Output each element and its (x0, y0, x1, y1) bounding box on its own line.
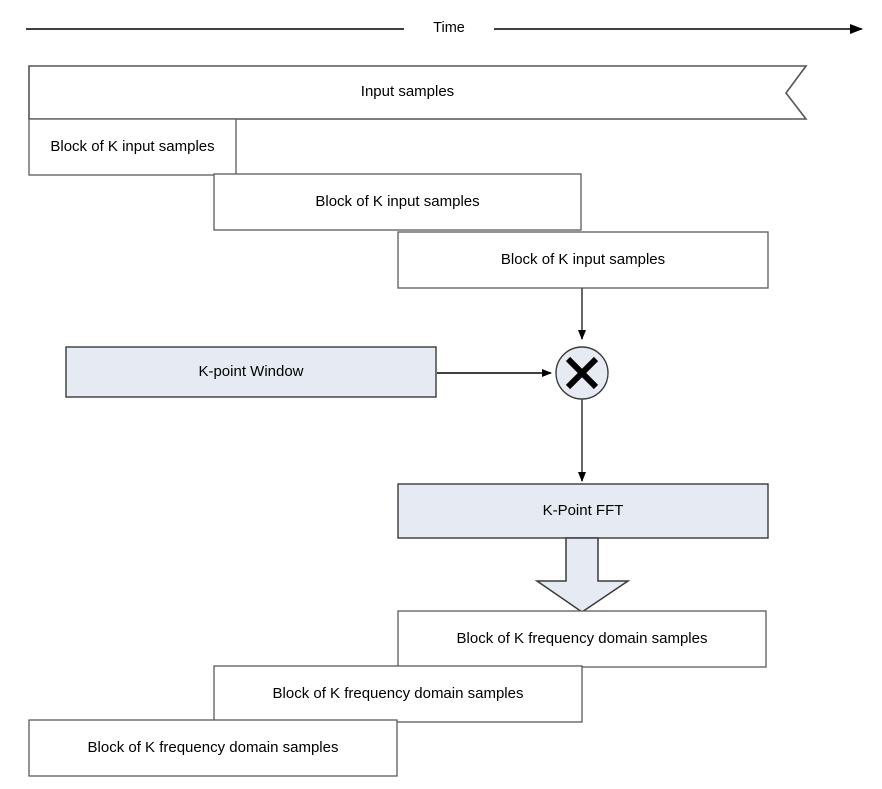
output-block-1 (397, 610, 767, 668)
output-block-2 (213, 665, 583, 723)
fft-output-block-arrow (534, 537, 631, 613)
input-block-2 (213, 173, 582, 231)
k-point-window-box (65, 346, 437, 398)
input-samples-stream (28, 65, 808, 120)
multiply-operator (555, 346, 609, 400)
output-block-3 (28, 719, 398, 777)
k-point-fft-box (397, 483, 769, 539)
input-block-3 (397, 231, 769, 289)
input-block-1 (28, 118, 237, 176)
